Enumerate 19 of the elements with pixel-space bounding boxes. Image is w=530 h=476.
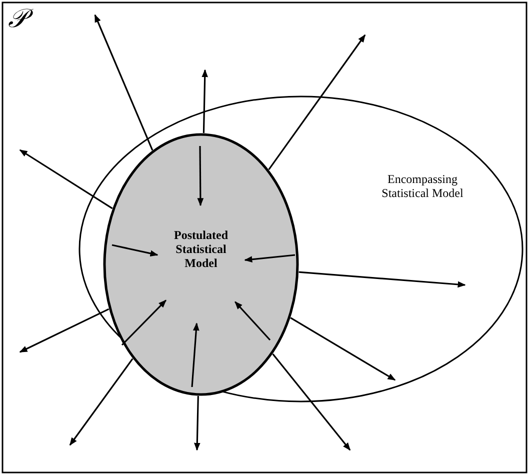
arrow	[197, 146, 204, 206]
arrow	[268, 34, 366, 170]
arrow	[234, 301, 271, 341]
arrow	[19, 308, 110, 353]
arrow	[112, 244, 158, 257]
region-label: Postulated Statistical Model	[173, 228, 229, 270]
arrow	[202, 69, 208, 134]
arrow	[244, 254, 296, 263]
arrow	[191, 322, 200, 388]
arrow	[298, 271, 466, 288]
region-label: Encompassing Statistical Model	[380, 172, 464, 200]
arrow	[290, 317, 396, 381]
arrow	[94, 14, 154, 151]
arrow	[121, 300, 166, 346]
set-symbol: 𝒫	[8, 4, 38, 34]
arrow	[69, 358, 134, 446]
arrow	[19, 149, 113, 210]
arrow	[272, 353, 351, 451]
arrow	[194, 396, 200, 451]
